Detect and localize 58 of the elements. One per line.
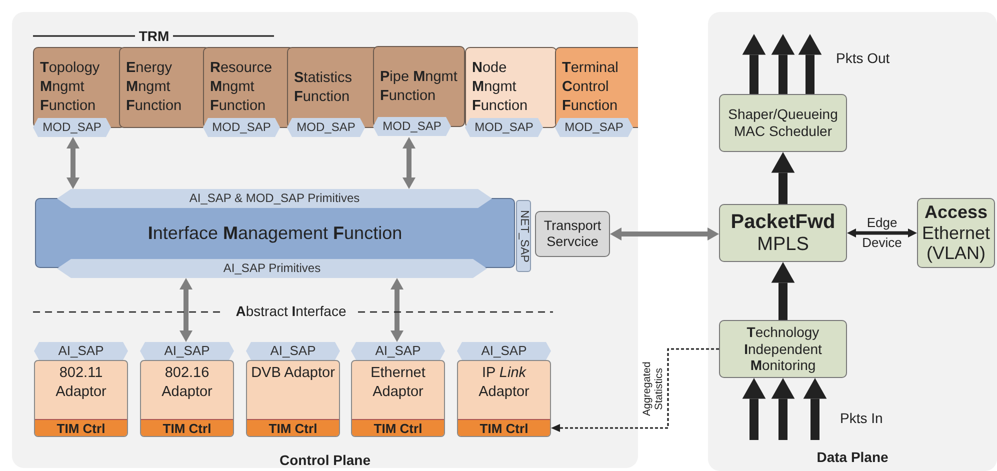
note-label: TRM — [138, 28, 170, 44]
sap-tab: MOD_SAP — [555, 118, 633, 137]
control-bar: TIM Ctrl — [35, 419, 127, 436]
sap-tab: MOD_SAP — [33, 118, 111, 137]
dotted-arrow — [551, 348, 719, 432]
arrow — [742, 378, 766, 440]
node-subtitle: MPLS — [757, 234, 809, 256]
process-box: Shaper/Queueing MAC Scheduler — [719, 94, 847, 152]
plane-panel — [708, 12, 997, 471]
edge-label: Edge Device — [861, 214, 903, 252]
adaptor-label: 802.11 Adaptor — [54, 364, 108, 402]
sap-tab: MOD_SAP — [203, 118, 280, 137]
adaptor-label: IP Link Adaptor — [478, 364, 530, 402]
note-label: Pkts Out — [836, 50, 891, 66]
control-bar: TIM Ctrl — [352, 419, 444, 436]
arrow — [742, 34, 766, 94]
arrow — [771, 152, 795, 204]
sap-tab: AI_SAP — [34, 342, 128, 360]
sap-tab: MOD_SAP — [465, 118, 543, 137]
arrow — [180, 278, 192, 342]
note-label: Abstract Interface — [234, 303, 348, 319]
node-title: PacketFwd — [730, 210, 836, 234]
arrow — [402, 137, 416, 189]
arrow — [798, 34, 822, 94]
control-bar: TIM Ctrl — [247, 419, 339, 436]
primitives-band: AI_SAP & MOD_SAP Primitives — [57, 189, 492, 208]
edge-label: Aggregated Statistics — [641, 360, 666, 418]
sap-tab: AI_SAP — [140, 342, 234, 360]
arrow — [610, 228, 719, 240]
panel-title: Data Plane — [816, 449, 890, 465]
process-box: Transport Servcice — [535, 211, 610, 257]
primitives-band: AI_SAP Primitives — [57, 259, 487, 278]
node-subtitle: Ethernet (VLAN) — [920, 222, 992, 264]
arrow — [66, 137, 80, 189]
control-bar: TIM Ctrl — [141, 419, 233, 436]
adaptor-label: DVB Adaptor — [251, 364, 335, 383]
node-title: Access — [924, 202, 988, 223]
sap-tab: AI_SAP — [351, 342, 445, 360]
sap-tab: AI_SAP — [457, 342, 551, 360]
arrow — [771, 378, 795, 440]
adaptor-label: 802.16 Adaptor — [160, 364, 214, 402]
sap-tab: MOD_SAP — [373, 117, 451, 136]
process-box: Technology Independent Monitoring — [719, 320, 847, 378]
panel-title: Control Plane — [278, 452, 372, 468]
arrow — [803, 378, 827, 440]
arrow — [771, 262, 795, 320]
arrow — [390, 278, 404, 342]
plane-panel — [12, 12, 638, 468]
arrow — [847, 228, 917, 238]
note-label: Pkts In — [840, 410, 884, 426]
sap-tab: MOD_SAP — [287, 118, 365, 137]
control-bar: TIM Ctrl — [458, 419, 550, 436]
arrow — [771, 34, 795, 94]
process-box — [719, 204, 847, 262]
process-box — [917, 198, 995, 268]
adaptor-label: Ethernet Adaptor — [370, 364, 426, 402]
sap-tab: NET_SAP — [516, 200, 531, 272]
sap-tab: AI_SAP — [246, 342, 340, 360]
